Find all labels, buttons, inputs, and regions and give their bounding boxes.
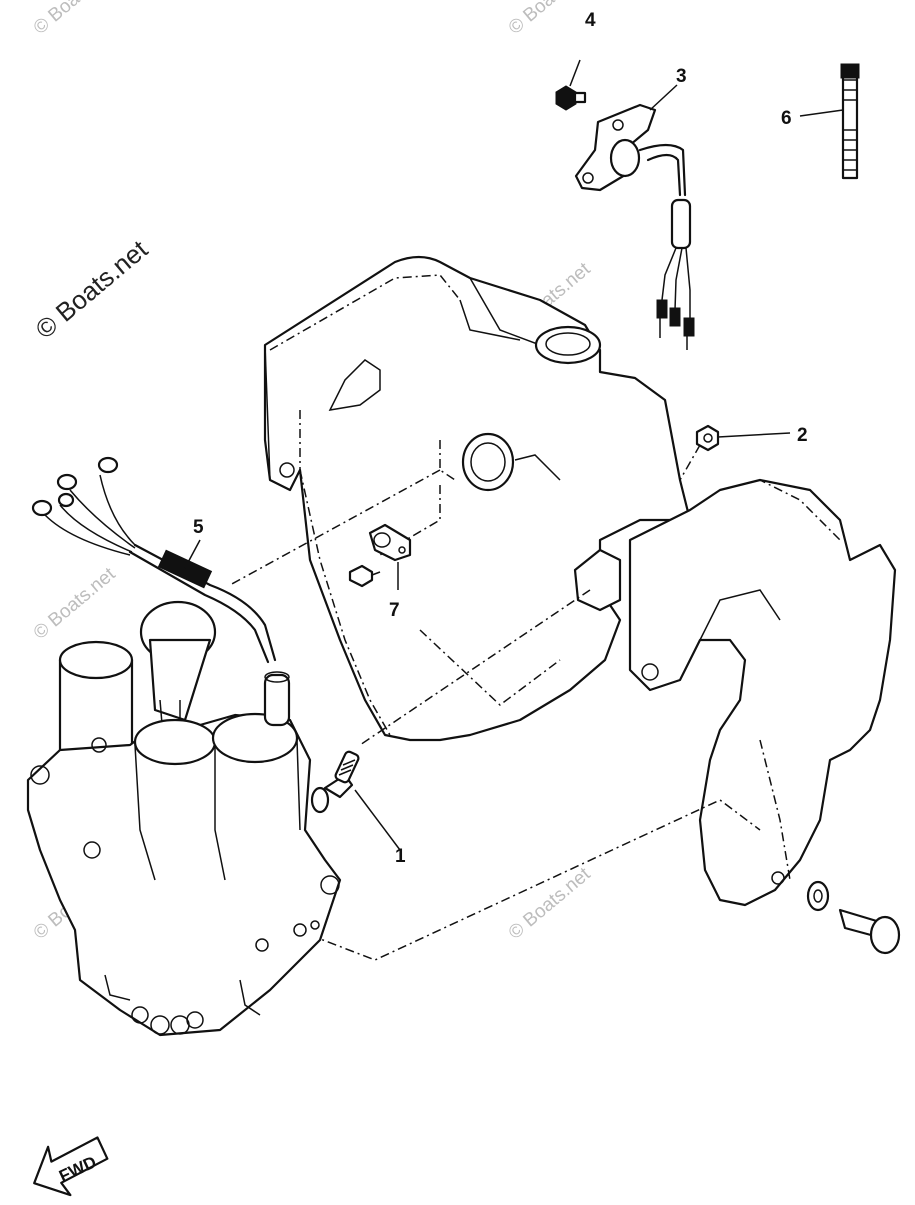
callout-2: 2	[797, 425, 808, 446]
callouts: 1 2 3 4 5 6 7	[193, 10, 808, 867]
callout-5: 5	[193, 517, 204, 538]
part-5-wire-harness	[31, 456, 277, 664]
clamp-bracket	[628, 478, 897, 907]
part-1-screw	[323, 750, 401, 851]
part-3-trim-sensor	[574, 84, 695, 350]
pivot-bolt	[806, 880, 901, 955]
watermark-top-left: © Boats.net	[30, 0, 120, 39]
part-7-clamp	[348, 523, 412, 590]
hydraulic-trim-unit	[26, 600, 342, 1037]
part-2-nut	[695, 424, 791, 452]
watermark-top-mid: © Boats.net	[505, 0, 595, 39]
callout-3: 3	[676, 66, 687, 87]
callout-6: 6	[781, 108, 792, 129]
watermark-main: © Boats.net	[30, 234, 154, 345]
part-4-bolt	[555, 59, 587, 111]
callout-4: 4	[585, 10, 596, 31]
swivel-bracket	[263, 255, 692, 742]
fwd-arrow: FWD	[33, 1136, 109, 1197]
part-6-cable-tie	[799, 63, 860, 180]
callout-1: 1	[395, 846, 406, 867]
watermark-left-mid: © Boats.net	[30, 563, 120, 644]
watermark-right-low: © Boats.net	[505, 863, 595, 944]
callout-7: 7	[389, 600, 400, 621]
